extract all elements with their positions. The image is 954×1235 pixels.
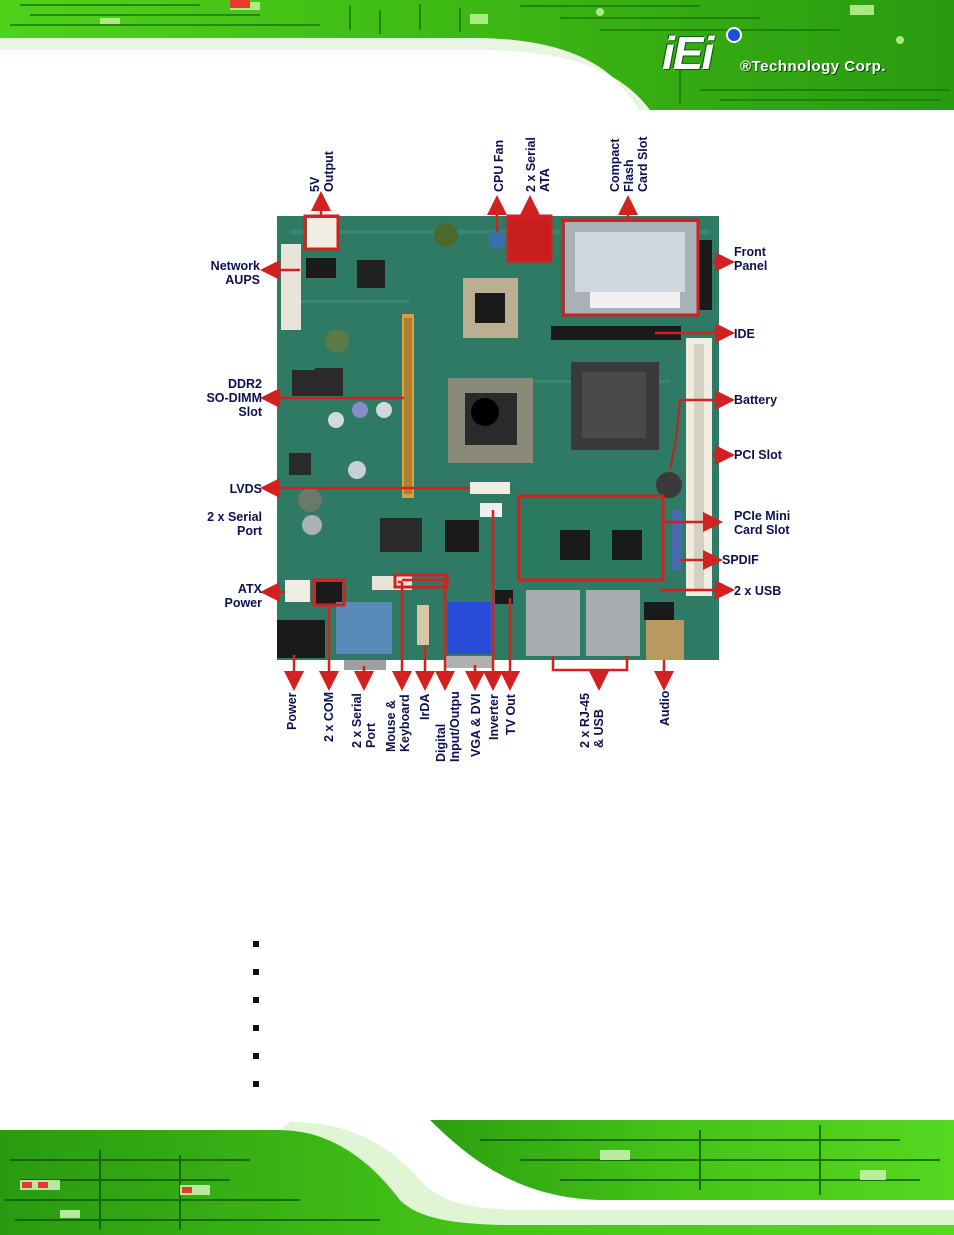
label-audio: Audio [658,690,672,726]
lvds-connector [470,482,510,494]
logo-dot-icon [726,27,742,43]
header-circuit-banner [0,0,954,110]
label-tv-out: TV Out [504,694,518,735]
ide-connector [551,326,681,340]
label-atx-power: ATX Power [224,582,262,610]
label-cf-slot: Compact Flash Card Slot [608,136,650,192]
label-cpu-fan: CPU Fan [492,139,506,192]
page-footer [0,1120,954,1235]
label-serial-port-bottom: 2 x Serial Port [350,693,378,748]
label-vga-dvi: VGA & DVI [469,693,483,757]
label-sata: 2 x Serial ATA [524,137,552,192]
footer-circuit-banner [0,1120,954,1235]
label-lvds: LVDS [229,482,262,496]
vga-connector [447,602,491,654]
label-2x-usb: 2 x USB [734,584,782,598]
rj45-connector-1 [526,590,580,656]
page-header: iEi ®Technology Corp. [0,0,954,110]
power-jack [277,620,325,658]
company-name: ®Technology Corp. [740,58,886,75]
label-battery: Battery [734,393,778,407]
label-pcie-mini: PCIe Mini Card Slot [734,509,791,537]
label-digital-io: Digital Input/Outpu [434,691,462,762]
rj45-connector-2 [586,590,640,656]
label-network-aups: Network AUPS [210,259,260,287]
front-panel-header [698,240,712,310]
output-5v-connector [307,218,339,250]
list-bullet [253,1025,259,1031]
highlight-cf [561,218,700,317]
list-bullet [253,1081,259,1087]
highlight-mouse [393,573,449,589]
iei-logo: iEi ®Technology Corp. [662,24,942,84]
sata-connector [509,216,551,260]
atx-power-connector [285,580,310,602]
label-2x-com: 2 x COM [322,691,336,742]
audio-jack [646,620,684,660]
list-bullet [253,1053,259,1059]
label-irda: IrDA [418,693,432,720]
list-bullet [253,997,259,1003]
label-serial-port: 2 x Serial Port [207,510,262,538]
label-ddr2-slot: DDR2 SO-DIMM Slot [206,377,262,419]
label-rj45-usb: 2 x RJ-45 & USB [578,693,606,748]
logo-iei-text: iEi [662,27,714,79]
network-aups-connector [281,244,301,330]
label-spdif: SPDIF [722,553,759,567]
label-5v-output: 5V Output [308,151,336,192]
serial-port-connector [336,602,392,654]
label-pci-slot: PCI Slot [734,448,782,462]
com-header [316,582,342,604]
label-inverter: Inverter [487,694,501,740]
label-front-panel: Front Panel [734,245,768,273]
label-mouse-keyboard: Mouse & Keyboard [384,694,412,752]
list-bullet [253,969,259,975]
label-ide: IDE [734,327,755,341]
list-bullet [253,941,259,947]
highlight-pcie [517,494,665,582]
label-power: Power [285,692,299,730]
